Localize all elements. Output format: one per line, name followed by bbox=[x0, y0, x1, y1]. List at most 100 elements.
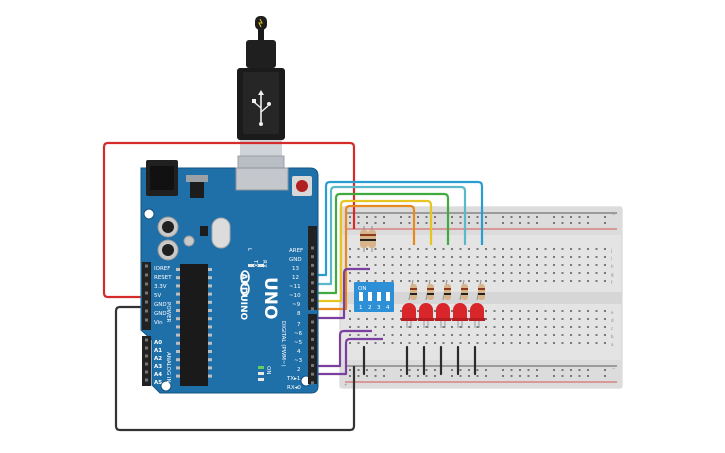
pin-label-12: 12 bbox=[292, 275, 299, 281]
rx-label: RX bbox=[261, 260, 267, 268]
led-with-resistor bbox=[452, 279, 468, 328]
resistor bbox=[461, 284, 468, 300]
wire-purple-8 bbox=[317, 267, 370, 320]
power-label: POWER bbox=[165, 302, 171, 323]
pin-label-8: 8 bbox=[297, 311, 301, 317]
l-label: L bbox=[246, 248, 252, 252]
resistor bbox=[410, 284, 417, 300]
analog-label: ANALOG IN bbox=[165, 352, 171, 383]
dip-number-2: 2 bbox=[368, 305, 372, 311]
pin-label-3v3: 3.3V bbox=[154, 284, 167, 290]
brand-name: ARDUINO bbox=[238, 273, 248, 321]
resistor-pair bbox=[360, 226, 376, 252]
analog-header bbox=[142, 336, 151, 386]
dip-number-4: 4 bbox=[386, 305, 390, 311]
tx-label: TX bbox=[252, 259, 258, 267]
pin-label-10: ~10 bbox=[289, 293, 301, 299]
ground-jumpers bbox=[362, 345, 477, 376]
wire-purple-1 bbox=[317, 337, 383, 376]
row-letter-b: b bbox=[611, 334, 614, 339]
red-led bbox=[419, 303, 433, 320]
pin-label-gnd-3: GND bbox=[289, 257, 302, 263]
pin-label-gnd-1: GND bbox=[154, 302, 167, 308]
led-with-resistor bbox=[418, 279, 434, 328]
pin-label-3: ~3 bbox=[294, 358, 303, 364]
digital-pin-labels-bottom: 7 ~6 ~5 4 ~3 2 TX▸1 RX◂0 bbox=[286, 322, 303, 391]
resistor bbox=[478, 284, 485, 300]
power-header bbox=[142, 262, 151, 330]
pin-label-4: 4 bbox=[297, 349, 301, 355]
pin-label-2: 2 bbox=[297, 367, 301, 373]
red-led bbox=[453, 303, 467, 320]
breadboard-holes bbox=[349, 216, 606, 377]
pin-label-9: ~9 bbox=[292, 302, 301, 308]
rail-minus-label: − bbox=[612, 212, 615, 217]
usb-cable bbox=[237, 16, 285, 187]
pin-label-aref: AREF bbox=[289, 248, 303, 254]
resistor bbox=[444, 284, 451, 300]
model-name: UNO bbox=[260, 277, 280, 319]
dip-toggle-4[interactable] bbox=[386, 292, 390, 301]
pin-label-a4: A4 bbox=[154, 372, 162, 378]
wire-yellow-10 bbox=[317, 199, 433, 303]
red-led bbox=[402, 303, 416, 320]
rail-minus-label-bottom: − bbox=[612, 366, 615, 371]
red-led bbox=[436, 303, 450, 320]
pin-label-a3: A3 bbox=[154, 364, 162, 370]
row-letter-d: d bbox=[611, 318, 614, 323]
dip-switch[interactable]: ON 1 2 3 4 bbox=[354, 282, 394, 312]
usb-symbol-icon bbox=[252, 90, 271, 126]
wire-blue-13 bbox=[317, 180, 484, 277]
wire-teal-12 bbox=[317, 185, 467, 286]
dip-toggle-3[interactable] bbox=[377, 292, 381, 301]
reset-button-cap[interactable] bbox=[296, 180, 308, 192]
dip-toggle-2[interactable] bbox=[368, 292, 372, 301]
pin-label-rx0: RX◂0 bbox=[287, 385, 301, 391]
power-pin-labels: IOREF RESET 3.3V 5V GND GND Vin bbox=[154, 266, 172, 326]
on-led-indicator bbox=[258, 366, 264, 381]
on-label: ON bbox=[265, 366, 271, 374]
pin-label-ioref: IOREF bbox=[154, 266, 170, 272]
analog-pin-labels: A0 A1 A2 A3 A4 A5 bbox=[154, 340, 162, 386]
red-led bbox=[470, 303, 484, 320]
dip-number-1: 1 bbox=[359, 305, 363, 311]
pin-label-tx1: TX▸1 bbox=[286, 376, 300, 382]
wire-red-5v bbox=[102, 141, 356, 299]
resistor bbox=[427, 284, 434, 300]
row-letter-a: a bbox=[611, 342, 614, 347]
arduino-logo: ARDUINO UNO bbox=[238, 273, 280, 321]
digital-pin-labels-top: AREF GND 13 12 ~11 ~10 ~9 8 bbox=[289, 248, 303, 317]
pin-label-a5: A5 bbox=[154, 380, 162, 386]
row-letter-h: h bbox=[611, 264, 614, 269]
digital-label: DIGITAL (PWM~) bbox=[280, 321, 286, 367]
row-letter-i: i bbox=[611, 256, 612, 261]
wire-purple-2 bbox=[317, 329, 372, 368]
arduino-board: ARDUINO UNO TX RX L ON DIGITAL (PWM~) PO… bbox=[140, 160, 319, 394]
dip-toggle-1[interactable] bbox=[359, 292, 363, 301]
led-with-resistor bbox=[435, 279, 451, 328]
pin-label-a1: A1 bbox=[154, 348, 162, 354]
wires bbox=[102, 141, 484, 432]
pin-label-11: ~11 bbox=[289, 284, 301, 290]
digital-header-top bbox=[308, 226, 317, 310]
pin-label-a2: A2 bbox=[154, 356, 162, 362]
row-letter-g: g bbox=[611, 272, 614, 277]
led-with-resistor bbox=[469, 279, 485, 328]
infinity-logo-icon bbox=[240, 270, 250, 296]
led-array bbox=[401, 279, 485, 328]
pin-label-gnd-2: GND bbox=[154, 311, 167, 317]
wire-black-gnd bbox=[114, 305, 356, 432]
row-letter-c: c bbox=[611, 326, 613, 331]
wire-green-11 bbox=[317, 192, 450, 295]
wire-orange-9 bbox=[317, 204, 416, 311]
pin-label-vin: Vin bbox=[154, 320, 163, 326]
row-letter-e: e bbox=[611, 310, 614, 315]
pin-label-13: 13 bbox=[292, 266, 299, 272]
breadboard-row-letters: j i h g f e d c b a bbox=[610, 248, 614, 347]
dip-on-label: ON bbox=[358, 286, 366, 292]
rail-plus-label-bottom: + bbox=[344, 382, 347, 387]
pin-label-6: ~6 bbox=[294, 331, 303, 337]
pin-label-5v: 5V bbox=[154, 293, 161, 299]
atmega-chip bbox=[180, 264, 208, 386]
